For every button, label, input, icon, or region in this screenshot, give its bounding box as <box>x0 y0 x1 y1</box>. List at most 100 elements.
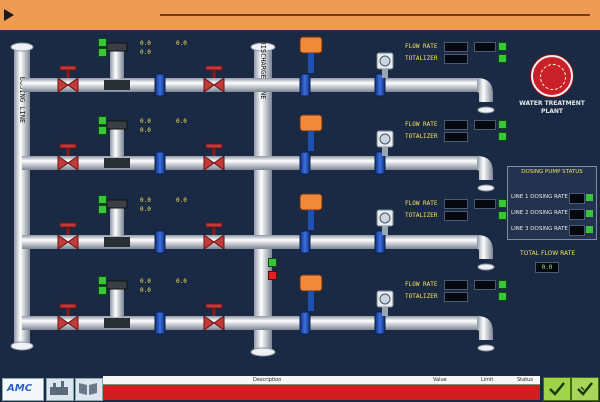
pump-run-lamp-icon <box>98 276 107 285</box>
organization-logo <box>531 55 573 97</box>
flow-rate-value <box>444 280 468 290</box>
flow-meter-neck <box>382 307 388 316</box>
totalizer-label: TOTALIZER <box>405 133 438 140</box>
pump-motor <box>106 42 128 52</box>
valve-stem <box>212 147 216 156</box>
panel-row-label: LINE 3 DOSING RATE <box>511 226 568 232</box>
total-ok-lamp-icon <box>498 292 507 301</box>
amc-logo-button[interactable]: AMC <box>2 378 44 401</box>
valve-actuator <box>299 193 323 211</box>
pipe-flange <box>374 151 386 175</box>
pump-auto-lamp-icon <box>98 205 107 214</box>
flow-unit-value <box>474 120 496 130</box>
total-ok-lamp-icon <box>498 211 507 220</box>
panel-row-value <box>569 225 585 236</box>
checkmark-all-icon <box>577 382 593 396</box>
flow-meter-dial <box>379 55 391 67</box>
flow-meter-neck <box>382 226 388 235</box>
mid-header-pipe <box>254 46 272 352</box>
pump-run-lamp-icon <box>98 116 107 125</box>
pump-base <box>104 80 130 90</box>
top-banner <box>0 0 600 32</box>
plant-view-button[interactable] <box>46 378 74 401</box>
pump-reading: 0.0 <box>140 278 151 285</box>
panel-row: LINE 2 DOSING RATE <box>511 209 595 220</box>
panel-row: LINE 1 DOSING RATE <box>511 193 595 204</box>
actuator-stem <box>308 131 314 151</box>
pump-auto-lamp-icon <box>98 286 107 295</box>
flow-rate-label: FLOW RATE <box>405 200 438 207</box>
alarm-header: Description Value Limit Status <box>103 376 540 385</box>
pump-run-lamp-icon <box>98 38 107 47</box>
back-arrow-icon[interactable] <box>4 9 14 21</box>
valve-handwheel <box>205 303 223 309</box>
book-icon <box>79 383 97 395</box>
pump-base <box>104 237 130 247</box>
flow-ok-lamp-icon <box>498 280 507 289</box>
valve-body <box>213 155 225 171</box>
valve-handwheel <box>205 143 223 149</box>
panel-row-value <box>569 193 585 204</box>
valve-actuator <box>299 36 323 54</box>
valve-body <box>203 234 215 250</box>
pipe-flange <box>154 73 166 97</box>
total-flow-label: TOTAL FLOW RATE <box>520 250 576 257</box>
valve-stem <box>212 69 216 78</box>
total-ok-lamp-icon <box>498 54 507 63</box>
checkmark-icon <box>549 382 565 396</box>
pump-reading: 0.0 <box>140 287 151 294</box>
pump-reading: 0.0 <box>176 197 187 204</box>
acknowledge-all-button[interactable] <box>571 377 599 401</box>
pipe-flange <box>299 230 311 254</box>
panel-row: LINE 3 DOSING RATE <box>511 225 595 236</box>
flow-meter-dial <box>379 212 391 224</box>
acknowledge-button[interactable] <box>543 377 571 401</box>
status-lamp-icon <box>586 194 593 201</box>
flow-meter-dial <box>379 133 391 145</box>
pump-reading: 0.0 <box>176 278 187 285</box>
pump-reading: 0.0 <box>176 118 187 125</box>
valve-stem <box>66 69 70 78</box>
flow-rate-label: FLOW RATE <box>405 281 438 288</box>
process-pipe <box>22 316 477 330</box>
report-button[interactable] <box>75 378 103 401</box>
dosing-status-panel: DOSING PUMP STATUS LINE 1 DOSING RATE LI… <box>507 166 597 240</box>
pipe-flange <box>154 151 166 175</box>
pipe-outlet <box>477 184 495 192</box>
flow-unit-value <box>474 42 496 52</box>
valve-body <box>213 315 225 331</box>
process-pipe <box>22 235 477 249</box>
valve-body <box>203 77 215 93</box>
pipe-outlet <box>477 263 495 271</box>
pump-body <box>110 206 124 236</box>
pipe-outlet <box>477 106 495 114</box>
valve-body <box>203 315 215 331</box>
plant-icon <box>50 381 68 395</box>
pump-motor <box>106 199 128 209</box>
flow-ok-lamp-icon <box>498 120 507 129</box>
status-lamp-icon <box>268 258 277 267</box>
pipe-outlet <box>477 344 495 352</box>
alarm-lamp-icon <box>268 271 277 280</box>
pump-base <box>104 318 130 328</box>
flow-meter-neck <box>382 69 388 78</box>
left-header-pipe <box>14 46 30 346</box>
pipe-flange <box>154 230 166 254</box>
alarm-col-status: Status <box>517 377 533 383</box>
totalizer-label: TOTALIZER <box>405 212 438 219</box>
alarm-col-limit: Limit <box>481 377 494 383</box>
valve-handwheel <box>59 222 77 228</box>
valve-body <box>203 155 215 171</box>
valve-handwheel <box>59 303 77 309</box>
total-flow-value: 0.0 <box>535 262 559 273</box>
valve-body <box>57 234 69 250</box>
flow-rate-label: FLOW RATE <box>405 121 438 128</box>
valve-handwheel <box>205 65 223 71</box>
flow-unit-value <box>474 280 496 290</box>
left-header-label: DOSING LINE <box>18 77 26 123</box>
valve-handwheel <box>205 222 223 228</box>
totalizer-label: TOTALIZER <box>405 293 438 300</box>
valve-body <box>57 315 69 331</box>
valve-actuator <box>299 114 323 132</box>
process-pipe <box>22 78 477 92</box>
